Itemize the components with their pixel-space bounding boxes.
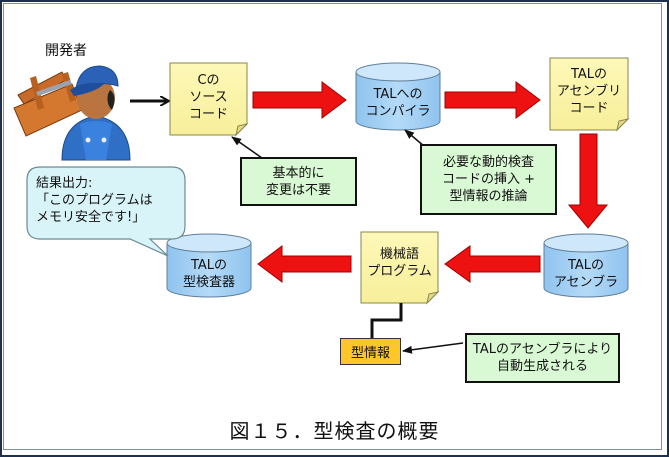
insert-checks-annotation: 必要な動的検査 コードの挿入 + 型情報の推論 (420, 144, 557, 215)
tal-assembly-line-3: コード (569, 101, 609, 116)
no-change-annotation: 基本的に 変更は不要 (240, 157, 357, 206)
flow-arrow-machine-to-checker (257, 245, 352, 283)
tal-compiler-label: TALへの コンパイラ (356, 86, 440, 120)
developer-label: 開発者 (45, 43, 87, 59)
callout-line-3: メモリ安全です!」 (36, 210, 146, 225)
auto-generated-line-1: TALのアセンブラにより (472, 342, 613, 357)
tal-assembly-line-1: TALの (570, 67, 608, 82)
insert-checks-line-2: コードの挿入 + (441, 172, 536, 187)
no-change-line-1: 基本的に (272, 165, 325, 181)
no-change-line-2: 変更は不要 (265, 182, 331, 198)
tal-assembly-label: TALの アセンブリ コード (550, 66, 628, 117)
tal-type-checker-line-2: 型検査器 (182, 275, 235, 290)
flow-arrow-assembly-to-assembler (567, 133, 609, 229)
figure-inner-border (3, 3, 662, 450)
flow-arrow-compiler-to-assembly (444, 81, 541, 119)
c-source-document-shape (169, 62, 249, 137)
tal-type-checker-label: TALの 型検査器 (167, 257, 251, 291)
c-source-line-2: ソース (189, 90, 228, 105)
type-info-box: 型情報 (340, 338, 401, 365)
c-source-line-3: コード (188, 107, 228, 122)
tal-assembler-line-1: TALの (567, 258, 605, 273)
tal-assembly-document-shape (549, 57, 630, 132)
no-change-pointer-arrow (231, 136, 263, 159)
auto-generated-line-2: 自動生成される (496, 359, 588, 374)
machine-program-label: 機械語 プログラム (361, 246, 438, 280)
flow-arrow-assembler-to-machine (444, 245, 541, 283)
auto-generated-pointer-arrow (402, 342, 464, 354)
result-callout-text: 結果出力: 「このプログラムは メモリ安全です!」 (36, 175, 153, 226)
type-info-connector (370, 303, 403, 338)
figure-caption: 図１５．型検査の概要 (229, 419, 440, 443)
auto-generated-annotation: TALのアセンブラにより 自動生成される (465, 333, 620, 383)
toolbox-icon (13, 71, 83, 137)
developer-icon (13, 65, 131, 161)
callout-line-2: 「このプログラムは (36, 193, 153, 208)
callout-line-1: 結果出力: (36, 176, 93, 191)
tal-compiler-cylinder-shape (355, 62, 441, 131)
insert-checks-line-3: 型情報の推論 (449, 189, 528, 204)
tal-compiler-line-2: コンパイラ (365, 104, 431, 119)
tal-assembler-label: TALの アセンブラ (544, 257, 628, 291)
tal-type-checker-line-1: TALの (190, 258, 228, 273)
machine-program-line-1: 機械語 (379, 247, 419, 262)
tal-compiler-line-1: TALへの (373, 87, 423, 102)
c-source-label: Cの ソース コード (170, 72, 247, 123)
machine-program-line-2: プログラム (367, 264, 432, 279)
tal-type-checker-cylinder-shape (166, 233, 252, 298)
result-callout-shape (26, 166, 186, 257)
tal-assembly-line-2: アセンブリ (556, 84, 622, 99)
machine-program-document-shape (360, 231, 440, 305)
tal-assembler-line-2: アセンブラ (553, 275, 619, 290)
insert-checks-line-1: 必要な動的検査 (442, 155, 534, 170)
tal-assembler-cylinder-shape (543, 233, 629, 298)
flow-arrow-source-to-compiler (252, 81, 347, 119)
c-source-line-1: Cの (197, 73, 220, 88)
